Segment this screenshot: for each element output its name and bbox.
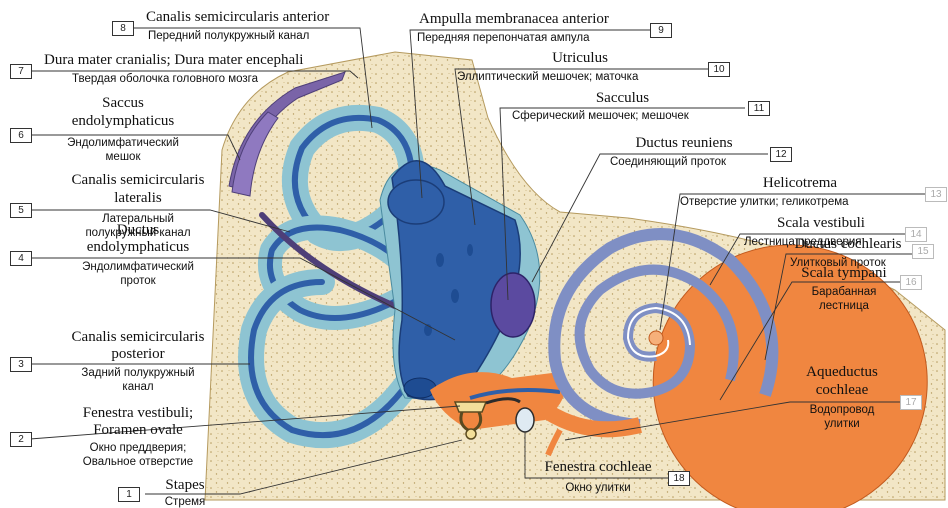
label-number-5: 5 [10, 203, 32, 218]
russian-6-line2: мешок [38, 152, 208, 164]
latin-14: Scala vestibuli [740, 216, 902, 231]
label-number-12: 12 [770, 147, 792, 162]
latin-17-line2: cochleae [790, 383, 894, 398]
russian-3-line1: Задний полукружный [38, 368, 238, 380]
russian-17-line2: улитки [790, 419, 894, 431]
russian-5-line2: полукружный канал [38, 228, 238, 240]
label-number-11: 11 [748, 101, 770, 116]
label-number-1: 1 [118, 487, 140, 502]
latin-11: Sacculus [500, 91, 745, 106]
russian-12: Соединяющий проток [610, 157, 726, 169]
label-number-18: 18 [668, 471, 690, 486]
russian-13: Отверстие улитки; геликотрема [680, 197, 849, 209]
label-number-10: 10 [708, 62, 730, 77]
russian-2-line2: Овальное отверстие [38, 457, 238, 469]
label-number-7: 7 [10, 64, 32, 79]
latin-13: Helicotrema [680, 176, 920, 191]
latin-17-line1: Aqueductus [790, 365, 894, 380]
latin-6-line1: Saccus [38, 96, 208, 111]
ampulla-anterior [388, 180, 444, 224]
russian-3-line2: канал [38, 382, 238, 394]
russian-7: Твердая оболочка головного мозга [72, 74, 258, 86]
label-number-17: 17 [900, 395, 922, 410]
latin-2-line2: Foramen ovale [38, 423, 238, 438]
label-number-8: 8 [112, 21, 134, 36]
latin-10: Utriculus [455, 51, 705, 66]
latin-5-line1: Canalis semicircularis [38, 173, 238, 188]
latin-15: Ductus cochlearis [786, 237, 910, 252]
russian-17-line1: Водопровод [790, 405, 894, 417]
latin-8: Canalis semicircularis anterior [146, 10, 329, 25]
latin-16: Scala tympani [792, 266, 896, 281]
russian-11: Сферический мешочек; мешочек [512, 111, 689, 123]
label-number-15: 15 [912, 244, 934, 259]
russian-1: Стремя [145, 497, 225, 508]
latin-1: Stapes [145, 478, 225, 493]
latin-4-line2: endolymphaticus [38, 240, 238, 255]
russian-16-line2: лестница [792, 301, 896, 313]
russian-4-line1: Эндолимфатический [38, 262, 238, 274]
latin-18: Fenestra cochleae [532, 460, 664, 475]
label-number-16: 16 [900, 275, 922, 290]
latin-5-line2: lateralis [38, 191, 238, 206]
russian-10: Эллиптический мешочек; маточка [457, 72, 638, 84]
russian-5-line1: Латеральный [38, 214, 238, 226]
latin-3-line1: Canalis semicircularis [38, 330, 238, 345]
russian-16-line1: Барабанная [792, 287, 896, 299]
latin-3-line2: posterior [38, 347, 238, 362]
label-number-3: 3 [10, 357, 32, 372]
latin-6-line2: endolymphaticus [38, 114, 208, 129]
russian-4-line2: проток [38, 276, 238, 288]
russian-6-line1: Эндолимфатический [38, 138, 208, 150]
label-number-2: 2 [10, 432, 32, 447]
latin-2-line1: Fenestra vestibuli; [38, 406, 238, 421]
label-number-6: 6 [10, 128, 32, 143]
label-number-9: 9 [650, 23, 672, 38]
latin-7: Dura mater cranialis; Dura mater encepha… [44, 53, 303, 68]
fenestra-cochleae [516, 408, 534, 432]
russian-18: Окно улитки [532, 483, 664, 495]
helicotrema [649, 331, 663, 345]
russian-9: Передняя перепончатая ампула [417, 33, 590, 45]
label-number-4: 4 [10, 251, 32, 266]
latin-12: Ductus reuniens [600, 136, 768, 151]
sacculus [491, 273, 535, 337]
russian-8: Передний полукружный канал [148, 31, 309, 43]
latin-9: Ampulla membranacea anterior [419, 12, 609, 27]
russian-2-line1: Окно преддверия; [38, 443, 238, 455]
label-number-13: 13 [925, 187, 947, 202]
